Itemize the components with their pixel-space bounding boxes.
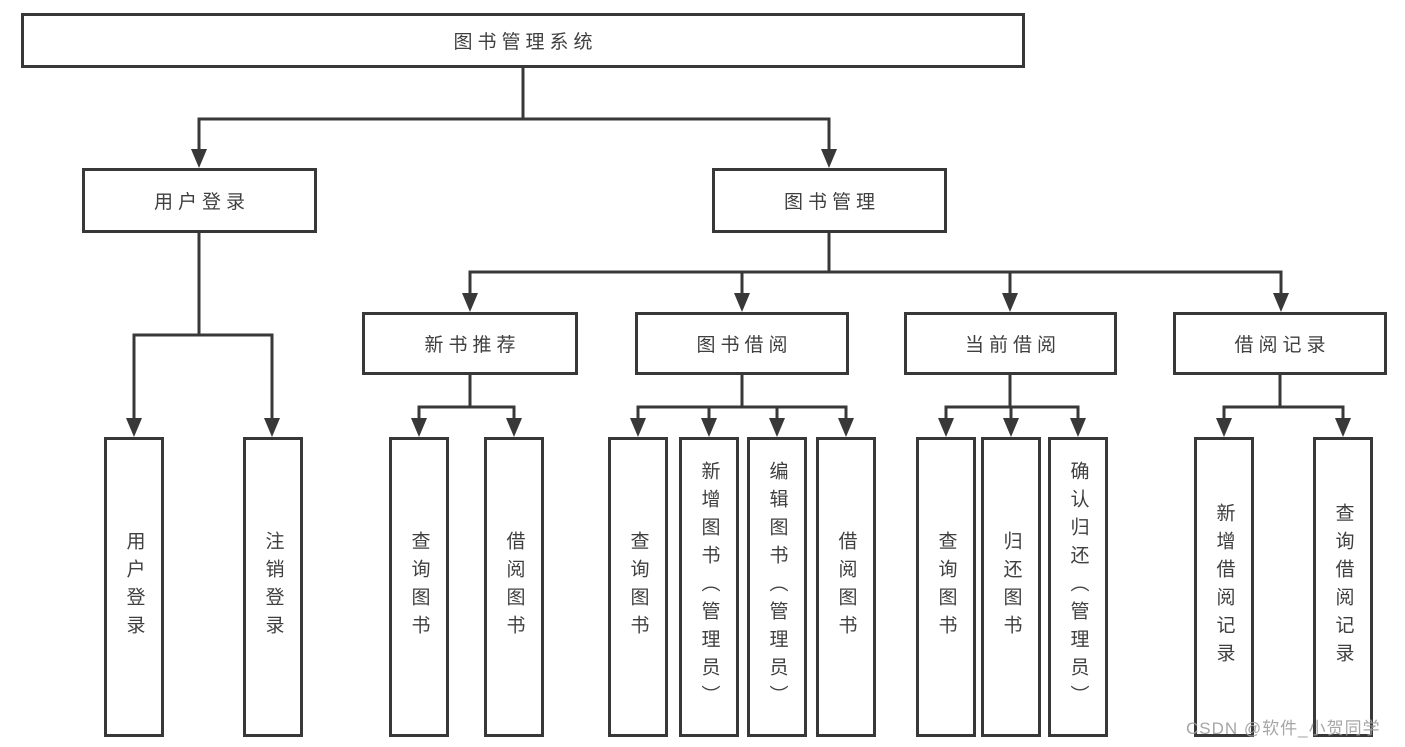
- node-book-management-branch: 图书管理: [712, 168, 947, 233]
- node-borrowing-records: 借阅记录: [1173, 312, 1387, 375]
- node-leaf-confirm-return-admin: 确认归还（管理员）: [1048, 437, 1108, 737]
- connector-book-management-to-groups: [462, 231, 1289, 312]
- node-leaf-add-borrow-record: 新增借阅记录: [1194, 437, 1254, 737]
- connector-current-borrowing-to-leaves: [938, 373, 1086, 437]
- connector-book-borrowing-to-leaves: [630, 373, 854, 437]
- node-new-book-recommendation: 新书推荐: [362, 312, 578, 375]
- node-root-system: 图书管理系统: [21, 13, 1025, 68]
- node-leaf-logout: 注销登录: [243, 437, 303, 737]
- node-leaf-query-books-2: 查询图书: [608, 437, 668, 737]
- node-leaf-query-books-1: 查询图书: [389, 437, 449, 737]
- node-leaf-edit-book-admin: 编辑图书（管理员）: [747, 437, 807, 737]
- node-leaf-borrow-books-2: 借阅图书: [816, 437, 876, 737]
- connector-root-to-level2: [191, 66, 837, 168]
- connector-new-book-rec-to-leaves: [411, 373, 522, 437]
- csdn-watermark: CSDN @软件_小贺同学: [1186, 719, 1381, 738]
- node-user-login-branch: 用户登录: [82, 168, 317, 233]
- node-leaf-query-books-3: 查询图书: [916, 437, 976, 737]
- node-leaf-add-book-admin: 新增图书（管理员）: [679, 437, 739, 737]
- connector-user-login-to-leaves: [126, 231, 280, 437]
- node-current-borrowing: 当前借阅: [904, 312, 1117, 375]
- node-leaf-borrow-books-1: 借阅图书: [484, 437, 544, 737]
- node-leaf-user-login: 用户登录: [104, 437, 164, 737]
- node-leaf-return-book: 归还图书: [981, 437, 1041, 737]
- connector-borrowing-records-to-leaves: [1216, 373, 1351, 437]
- node-leaf-query-borrow-record: 查询借阅记录: [1313, 437, 1373, 737]
- node-book-borrowing: 图书借阅: [635, 312, 849, 375]
